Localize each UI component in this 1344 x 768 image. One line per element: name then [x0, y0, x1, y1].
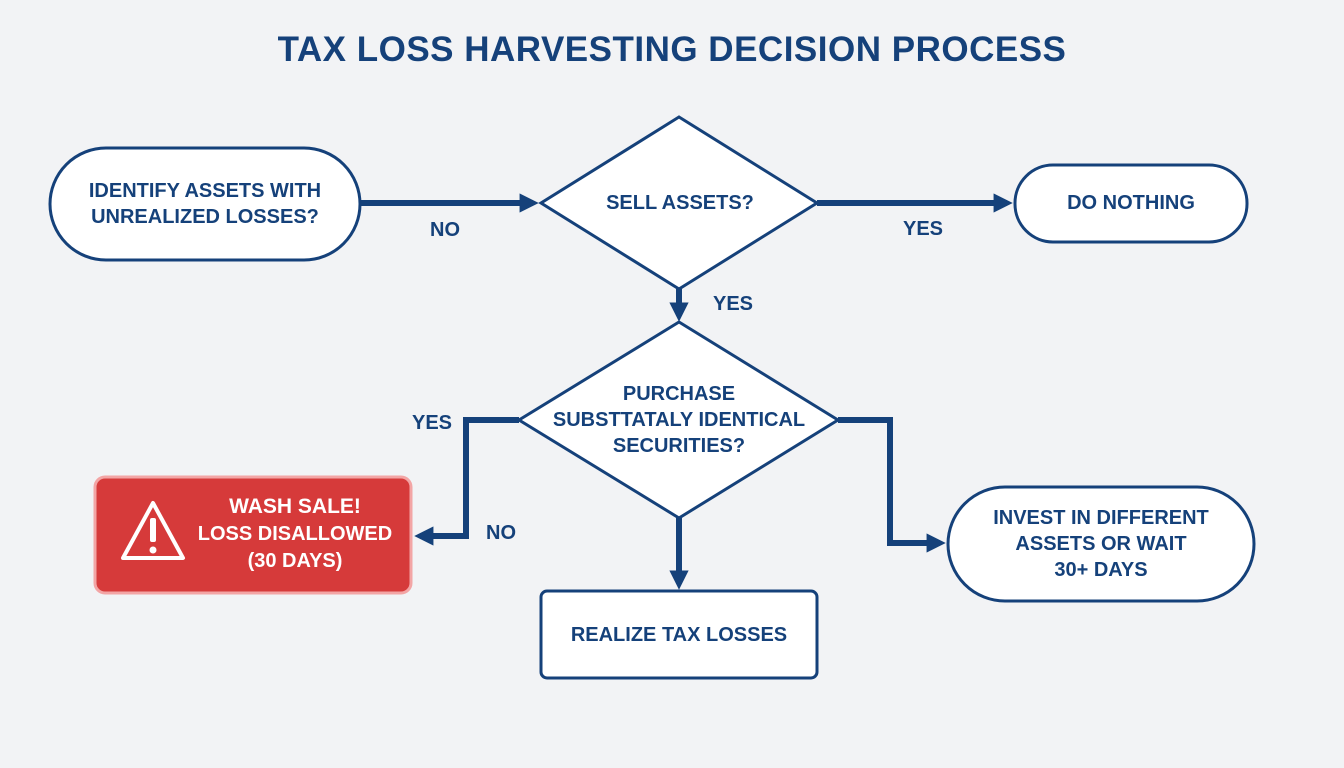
edge-purchase-to-invest	[838, 417, 946, 553]
diagram-title: TAX LOSS HARVESTING DECISION PROCESS	[277, 30, 1067, 69]
purchase-identical-label: PURCHASE SUBSTTATALY IDENTICAL SECURITIE…	[552, 383, 806, 457]
wash-sale-label: WASH SALE! LOSS DISALLOWED (30 DAYS)	[190, 494, 400, 574]
edge-label-purchase-yes: YES	[411, 412, 453, 434]
invest-different-node	[946, 485, 1256, 603]
edge-label-identify-no: NO	[430, 219, 460, 241]
wash-sale-alert-node	[93, 475, 413, 595]
wash-sale-title: WASH SALE!	[229, 494, 361, 518]
edge-label-purchase-no: NO	[486, 522, 516, 544]
sell-assets-label: SELL ASSETS?	[606, 192, 754, 214]
do-nothing-node	[1013, 163, 1249, 244]
identify-assets-label: IDENTIFY ASSETS WITH UNREALIZED LOSSES?	[88, 180, 322, 228]
wash-sale-body: LOSS DISALLOWED (30 DAYS)	[197, 523, 393, 573]
edge-label-sell-yes-down: YES	[712, 293, 754, 315]
edge-purchase-to-wash-sale	[414, 417, 519, 546]
warning-triangle-icon	[121, 501, 185, 560]
realize-tax-losses-node	[539, 589, 819, 680]
realize-tax-losses-label: REALIZE TAX LOSSES	[570, 624, 788, 646]
edge-label-sell-yes-right: YES	[902, 218, 944, 240]
invest-different-label: INVEST IN DIFFERENT ASSETS OR WAIT 30+ D…	[993, 507, 1209, 581]
do-nothing-label: DO NOTHING	[1067, 192, 1195, 214]
